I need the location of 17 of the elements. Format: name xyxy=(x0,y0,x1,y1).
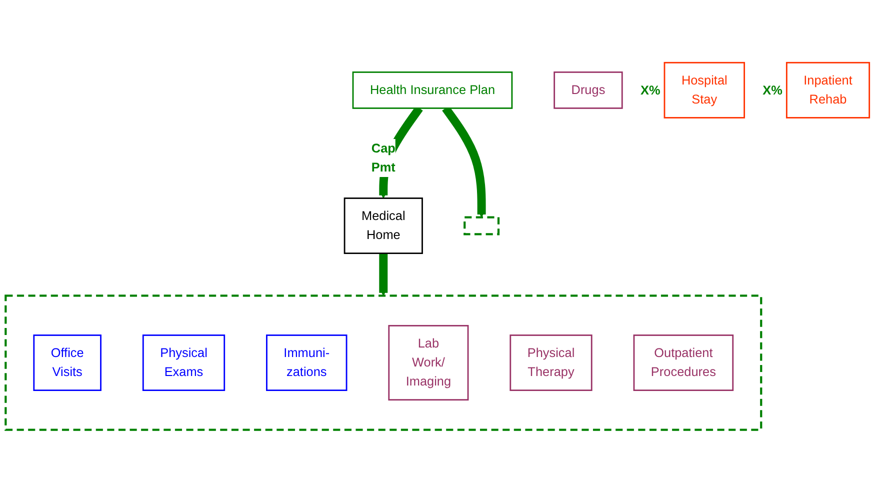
arrow xyxy=(379,252,388,296)
node-box xyxy=(464,216,500,236)
percentage-label: X% xyxy=(640,82,660,98)
percentage-label: X% xyxy=(762,82,782,98)
edge-label: Cap Pmt xyxy=(371,140,396,174)
node-box: Immuni- zations xyxy=(266,334,348,391)
node-box: Drugs xyxy=(554,71,623,109)
node-box: Medical Home xyxy=(344,197,423,254)
node-box: Hospital Stay xyxy=(664,62,745,118)
node-box: Lab Work/ Imaging xyxy=(388,324,469,400)
node-box: Physical Exams xyxy=(142,334,226,391)
node-box: Office Visits xyxy=(33,334,102,391)
node-box: Physical Therapy xyxy=(510,334,592,391)
cluster xyxy=(4,294,762,431)
node-box: Health Insurance Plan xyxy=(352,71,513,109)
node-box: Inpatient Rehab xyxy=(786,62,870,118)
node-box: Outpatient Procedures xyxy=(633,334,734,391)
